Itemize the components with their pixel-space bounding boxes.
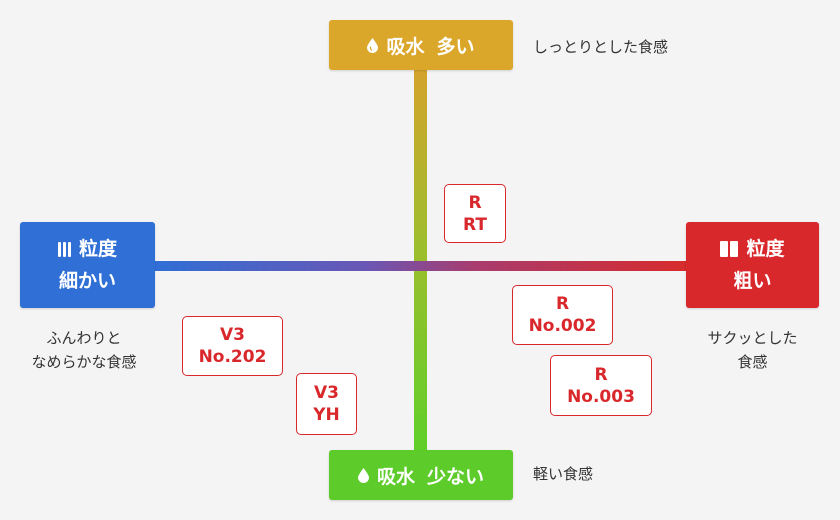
product-tag-line1: R bbox=[468, 192, 482, 213]
fine-grain-caption-line1: ふんわりと bbox=[46, 329, 122, 347]
high-absorption-caption: しっとりとした食感 bbox=[533, 38, 669, 56]
water-drop-icon bbox=[357, 467, 369, 483]
product-tag-r-no002: R No.002 bbox=[512, 285, 613, 345]
product-tag-line1: R bbox=[555, 294, 570, 314]
low-absorption-caption: 軽い食感 bbox=[533, 465, 594, 483]
coarse-grain-caption-line1: サクッとした bbox=[707, 329, 798, 347]
low-absorption-label-b: 少ない bbox=[427, 465, 485, 488]
coarse-grain-bars-icon bbox=[720, 241, 739, 257]
fine-grain-caption-line2: なめらかな食感 bbox=[31, 353, 137, 371]
product-tag-line2: No.002 bbox=[528, 316, 597, 336]
fine-grain-bars-icon bbox=[57, 241, 71, 257]
product-tag-line2: No.003 bbox=[567, 386, 635, 407]
product-tag-line2: RT bbox=[463, 214, 487, 235]
fine-grain-label-a: 粒度 bbox=[78, 238, 117, 260]
product-tag-r-rt: R RT bbox=[444, 184, 506, 243]
coarse-grain-caption: サクッとした 食感 bbox=[686, 326, 819, 374]
coarse-grain-label: 粒度 粗い bbox=[686, 222, 819, 308]
coarse-grain-caption-line2: 食感 bbox=[737, 353, 768, 371]
product-tag-v3-yh: V3 YH bbox=[296, 373, 357, 435]
high-absorption-label-b: 多い bbox=[436, 35, 475, 58]
fine-grain-label: 粒度 細かい bbox=[20, 222, 155, 308]
product-tag-r-no003: R No.003 bbox=[550, 355, 652, 416]
water-absorption-axis bbox=[414, 68, 427, 452]
grain-size-axis bbox=[150, 261, 690, 271]
product-tag-line1: V3 bbox=[314, 383, 339, 403]
coarse-grain-label-a: 粒度 bbox=[746, 238, 785, 260]
high-absorption-label: 吸水 多い bbox=[329, 20, 513, 70]
product-tag-line2: YH bbox=[313, 405, 340, 425]
fine-grain-label-b: 細かい bbox=[58, 270, 116, 292]
low-absorption-label: 吸水 少ない bbox=[329, 450, 513, 500]
water-drop-icon bbox=[367, 37, 379, 53]
low-absorption-label-a: 吸水 bbox=[376, 465, 415, 488]
high-absorption-label-a: 吸水 bbox=[386, 35, 425, 58]
product-tag-line1: R bbox=[594, 364, 608, 385]
product-tag-v3-no202: V3 No.202 bbox=[182, 316, 283, 376]
coarse-grain-label-b: 粗い bbox=[733, 270, 772, 292]
product-tag-line2: No.202 bbox=[198, 347, 267, 367]
fine-grain-caption: ふんわりと なめらかな食感 bbox=[0, 326, 168, 374]
product-tag-line1: V3 bbox=[220, 325, 245, 345]
